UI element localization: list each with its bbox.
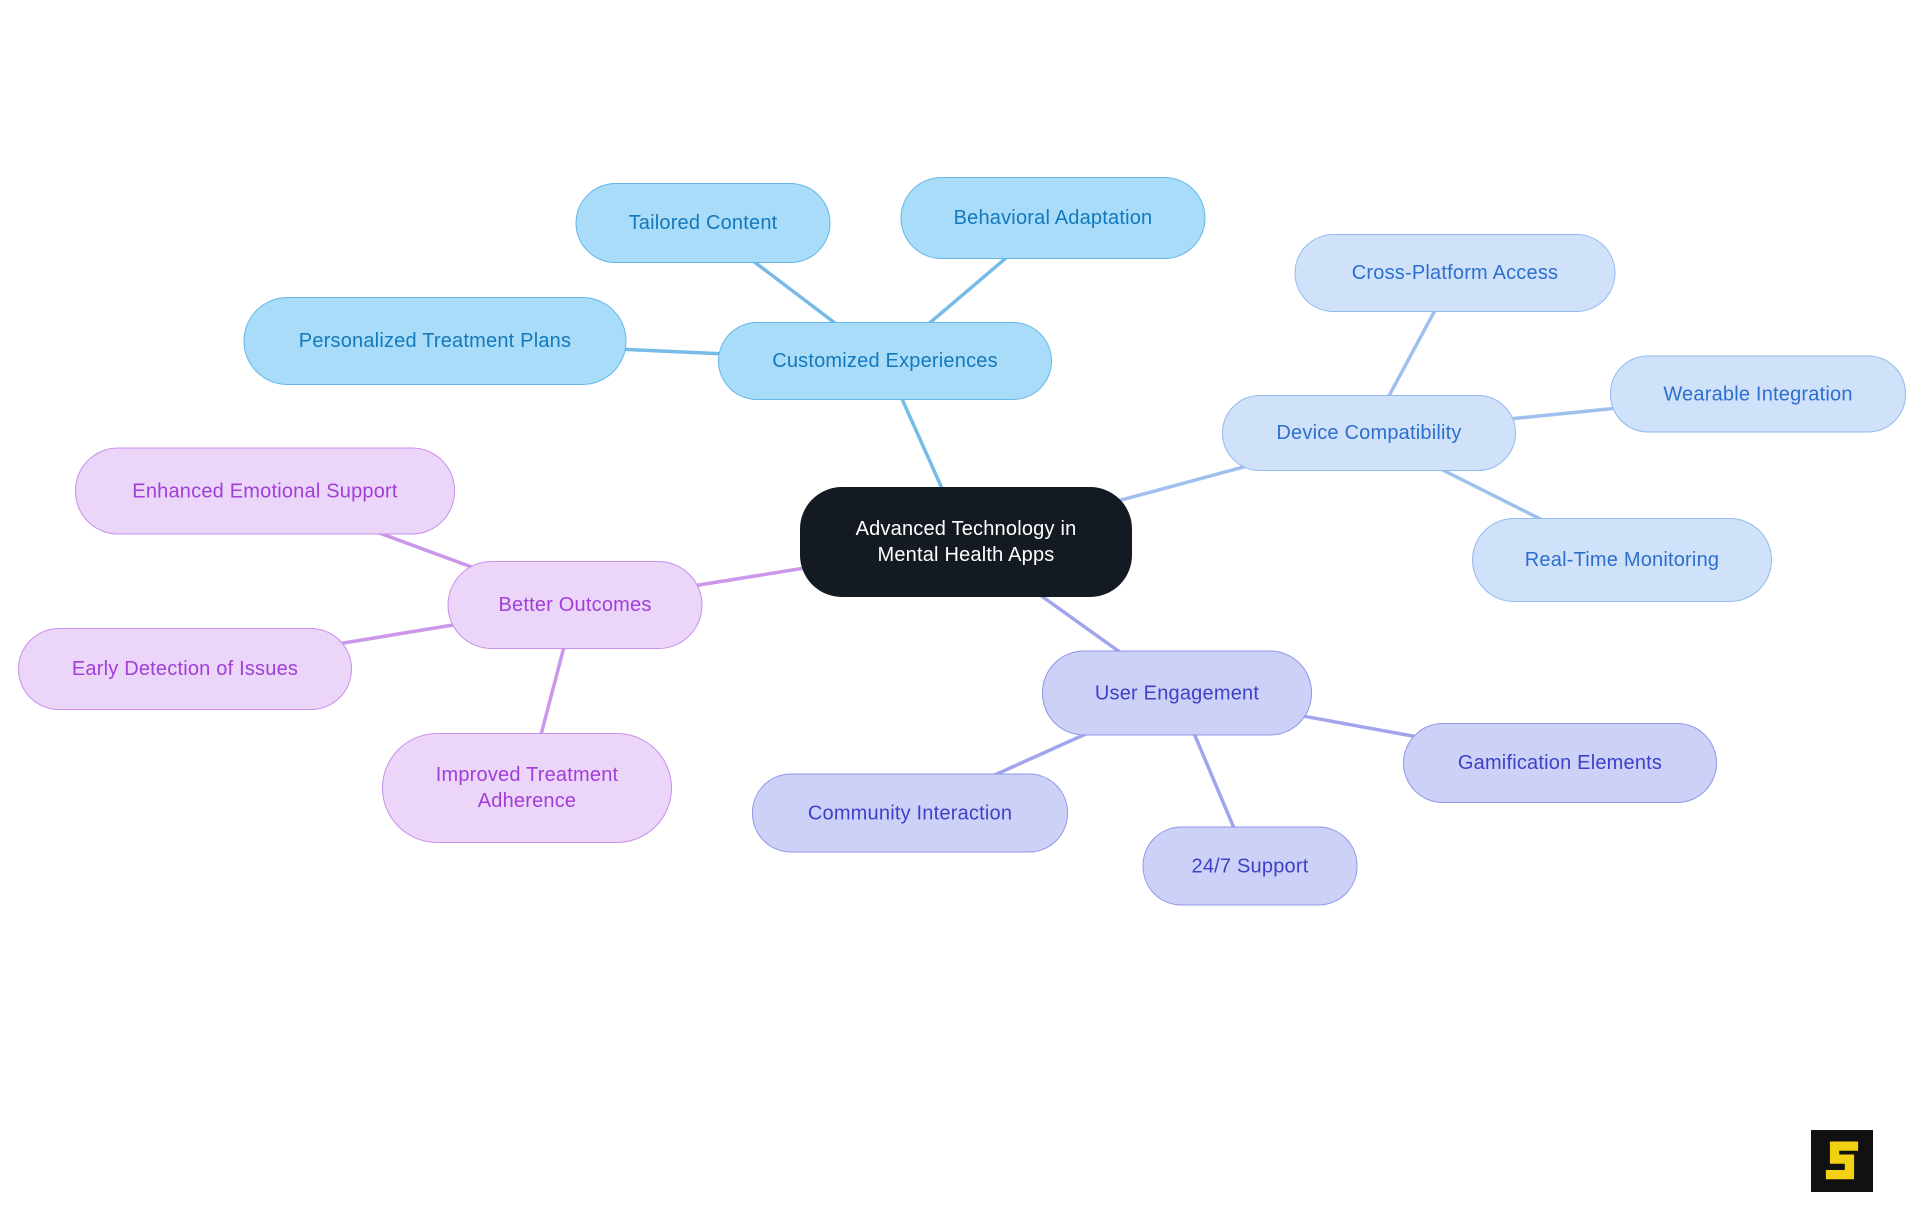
node-personalized-treatment-plans: Personalized Treatment Plans: [243, 297, 627, 385]
node-enhanced-emotional-support: Enhanced Emotional Support: [75, 447, 455, 535]
node-label: Customized Experiences: [772, 350, 998, 372]
node-support-24-7: 24/7 Support: [1142, 826, 1358, 906]
node-community-interaction: Community Interaction: [752, 773, 1068, 853]
node-user-engagement: User Engagement: [1042, 650, 1312, 736]
node-improved-treatment-adherence: Improved Treatment Adherence: [382, 733, 672, 843]
node-label: Advanced Technology in Mental Health App…: [855, 518, 1077, 566]
node-label: Gamification Elements: [1457, 752, 1663, 774]
node-label: Behavioral Adaptation: [953, 207, 1153, 229]
node-label: 24/7 Support: [1191, 855, 1309, 877]
node-label: Device Compatibility: [1276, 422, 1462, 444]
watermark-logo: [1800, 1120, 1883, 1202]
node-device-compatibility: Device Compatibility: [1222, 395, 1516, 471]
node-label: Tailored Content: [628, 212, 778, 234]
node-label: Improved Treatment Adherence: [435, 764, 619, 812]
node-label: Personalized Treatment Plans: [298, 330, 572, 352]
node-cross-platform-access: Cross-Platform Access: [1294, 234, 1616, 312]
s-logo-icon: [1810, 1130, 1873, 1192]
node-label: Cross-Platform Access: [1351, 262, 1559, 284]
node-label: Enhanced Emotional Support: [132, 480, 398, 502]
node-gamification-elements: Gamification Elements: [1403, 723, 1717, 803]
node-tailored-content: Tailored Content: [575, 183, 831, 263]
node-label: Wearable Integration: [1663, 383, 1853, 405]
node-early-detection-of-issues: Early Detection of Issues: [18, 628, 352, 710]
node-behavioral-adaptation: Behavioral Adaptation: [900, 177, 1206, 259]
node-label: Real-Time Monitoring: [1524, 549, 1720, 571]
logo-s-glyph: [1825, 1141, 1858, 1180]
node-better-outcomes: Better Outcomes: [447, 561, 703, 649]
node-label: Better Outcomes: [498, 594, 652, 616]
node-label: User Engagement: [1094, 682, 1260, 704]
node-wearable-integration: Wearable Integration: [1610, 355, 1906, 433]
node-label: Community Interaction: [807, 802, 1013, 824]
node-customized-experiences: Customized Experiences: [718, 322, 1052, 400]
node-label: Early Detection of Issues: [71, 658, 299, 680]
node-central: Advanced Technology in Mental Health App…: [800, 487, 1132, 597]
node-real-time-monitoring: Real-Time Monitoring: [1472, 518, 1772, 602]
